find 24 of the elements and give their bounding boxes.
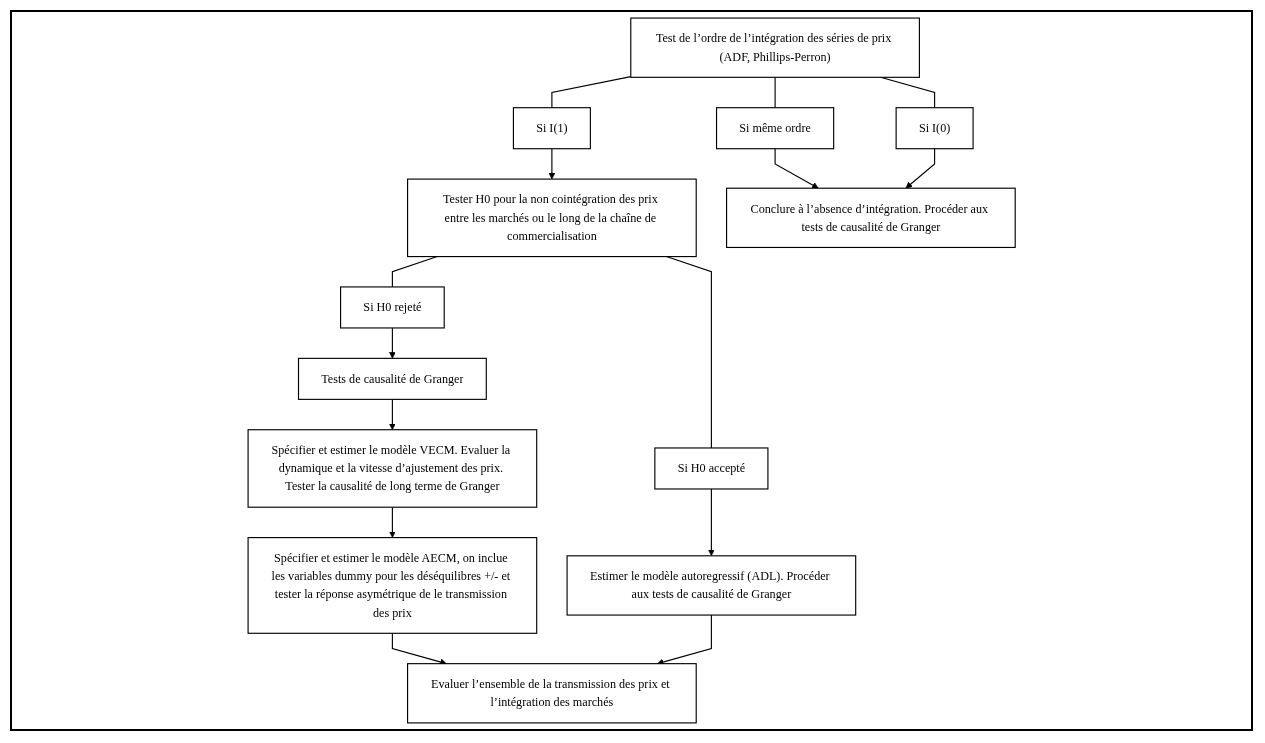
arrow <box>774 148 819 189</box>
node-box <box>895 107 974 150</box>
node-box <box>297 357 487 400</box>
arrow <box>388 506 396 538</box>
node-box <box>406 178 697 258</box>
arrow <box>548 148 556 180</box>
arrow <box>707 488 715 557</box>
node-box <box>406 663 697 724</box>
node-box <box>725 187 1016 248</box>
node-box <box>247 429 538 508</box>
node-box <box>247 537 538 634</box>
node-box <box>654 447 769 490</box>
node-box <box>339 286 445 329</box>
connector <box>774 76 776 109</box>
arrow <box>905 148 936 189</box>
connector <box>391 256 438 288</box>
node-box <box>512 107 591 150</box>
connector <box>551 76 632 109</box>
arrow <box>388 398 396 431</box>
node-box <box>566 555 857 616</box>
flowchart: Test de l’ordre de l’intégration des séries de prix (ADF, Phillips-Perron) Si I(1) Si même ordre Tester H0 pour la non cointégration des prix entre les marchés ou le long de la chaîne de commercialisation Si I(0) Conclure à l’absence d’intégration. Procéder aux tests de causalité de Granger Si H0 accepté Si H0 rejeté Tests de causalité de Granger Estimer le modèle autoregressif (ADL). Procéder aux tests de causalité de Granger Spécifier et estimer le modèle VECM. Evaluer la dynamique et la vitesse d’ajustement des prix. Tester la causalité de long terme de Granger Spécifier et estimer le modèle AECM, on inclue les variables dummy pour les déséquilibres +/- et tester la réponse asymétrique de le transmission des prix Evaluer l’ensemble de la transmission des prix et l’intégration des marchés <box>241 12 1022 729</box>
arrow <box>388 327 396 359</box>
node-box <box>630 17 920 78</box>
node-box <box>715 107 835 150</box>
